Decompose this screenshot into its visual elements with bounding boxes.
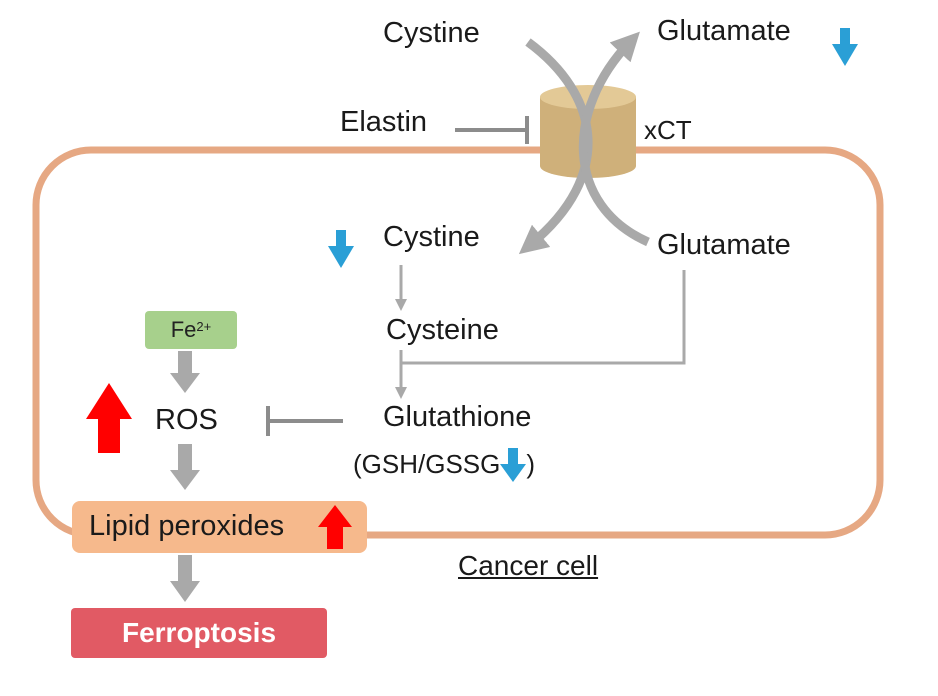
- cysteine-label: Cysteine: [386, 314, 499, 346]
- intracellular-glutamate-label: Glutamate: [657, 229, 791, 261]
- ros-to-lipid-arrow: [170, 444, 200, 490]
- lipid-peroxides-box: [72, 501, 367, 553]
- ferroptosis-box: Ferroptosis: [71, 608, 327, 658]
- gsh-gssg-label: (GSH/GSSG): [353, 448, 535, 482]
- intracellular-cystine-label: Cystine: [383, 221, 480, 253]
- extracellular-glutamate-label: Glutamate: [657, 15, 791, 47]
- elastin-label: Elastin: [340, 106, 428, 138]
- glutamate-decrease-arrow-icon: [832, 28, 858, 66]
- ferroptosis-label: Ferroptosis: [121, 617, 277, 648]
- glutamate-export-curve: [578, 31, 650, 247]
- fe-charge: 2+: [196, 318, 212, 334]
- lipid-to-ferroptosis-arrow: [170, 555, 200, 602]
- glutamate-to-glutathione-connector: [401, 270, 686, 365]
- gsh-gssg-text: (GSH/GSSG: [353, 449, 501, 479]
- fe-to-ros-arrow: [170, 351, 200, 393]
- cystine-decrease-arrow-icon: [328, 230, 354, 268]
- fe-label: Fe: [170, 317, 197, 342]
- xct-label: xCT: [644, 115, 692, 145]
- lipid-increase-arrow-icon: [318, 505, 352, 549]
- gsh-decrease-arrow-icon: [500, 448, 527, 482]
- lipid-peroxides-label: Lipid peroxides: [89, 510, 285, 542]
- cell-membrane: [32, 146, 884, 539]
- gsh-gssg-close: ): [526, 449, 536, 479]
- ros-increase-arrow-icon: [86, 383, 132, 453]
- ros-label: ROS: [155, 404, 218, 436]
- cancer-cell-label: Cancer cell: [458, 550, 599, 581]
- glutathione-label: Glutathione: [383, 401, 532, 433]
- extracellular-cystine-label: Cystine: [383, 17, 480, 49]
